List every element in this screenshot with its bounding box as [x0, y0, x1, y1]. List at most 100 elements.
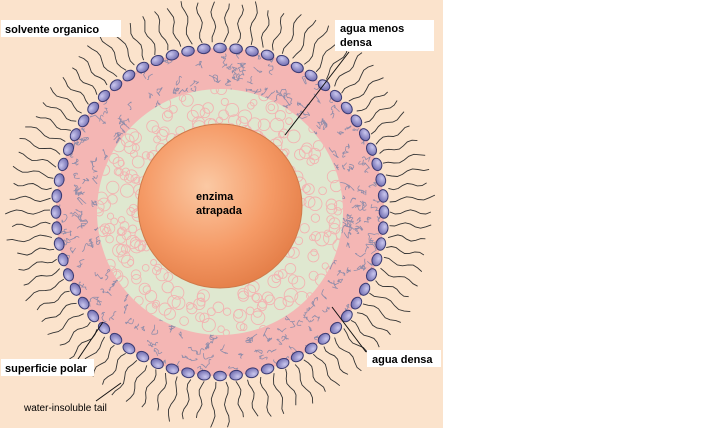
tail-strand	[50, 87, 82, 114]
texture-squiggle	[267, 63, 274, 75]
polar-head	[350, 114, 363, 128]
texture-squiggle	[91, 200, 100, 207]
texture-bubble	[283, 288, 299, 303]
tail-strand	[6, 234, 53, 243]
texture-squiggle	[153, 348, 163, 357]
texture-bubble	[303, 196, 316, 208]
polar-head	[213, 370, 227, 382]
polar-head	[229, 369, 243, 381]
texture-bubble	[273, 270, 284, 281]
texture-squiggle	[61, 214, 68, 223]
texture-bubble	[112, 243, 127, 258]
polar-head	[122, 69, 136, 82]
texture-squiggle	[311, 296, 318, 307]
texture-squiggle	[213, 77, 221, 84]
texture-bubble	[298, 145, 313, 159]
tail-strand	[312, 353, 341, 387]
texture-squiggle	[101, 311, 107, 323]
texture-squiggle	[368, 237, 376, 244]
texture-squiggle	[92, 157, 97, 167]
texture-bubble	[196, 289, 210, 303]
texture-bubble	[97, 207, 104, 217]
texture-squiggle	[209, 332, 218, 340]
label-organic-solvent: solvente organico	[5, 24, 99, 36]
leader-polar-surface	[73, 321, 104, 366]
texture-squiggle	[220, 53, 227, 60]
texture-bubble	[120, 133, 135, 148]
tail-strand	[9, 195, 51, 202]
texture-squiggle	[93, 297, 102, 306]
tail-strand	[382, 153, 426, 164]
texture-squiggle	[95, 236, 101, 245]
texture-squiggle	[125, 317, 134, 325]
texture-bubble	[107, 194, 118, 205]
texture-squiggle	[342, 148, 349, 158]
texture-squiggle	[277, 327, 287, 333]
tail-strand	[19, 137, 61, 155]
texture-squiggle	[120, 122, 126, 133]
texture-bubble	[99, 223, 111, 234]
texture-squiggle	[359, 200, 367, 211]
tail-strand	[25, 126, 66, 142]
tail-strand	[249, 1, 258, 45]
texture-squiggle	[305, 316, 315, 323]
tail-strand	[370, 111, 405, 135]
texture-bubble	[291, 275, 306, 290]
texture-bubble	[141, 263, 150, 272]
texture-squiggle	[333, 162, 340, 171]
texture-bubble	[186, 303, 198, 315]
polar-head	[57, 157, 69, 172]
polar-head	[181, 45, 195, 57]
tail-strand	[261, 10, 270, 48]
polar-head	[377, 221, 389, 235]
texture-squiggle	[346, 241, 350, 248]
texture-squiggle	[347, 165, 351, 172]
texture-squiggle	[339, 181, 355, 191]
tail-strand	[180, 1, 193, 45]
label-less-dense-water-line2: densa	[340, 37, 373, 49]
tail-strand	[294, 364, 314, 404]
texture-squiggle	[73, 184, 79, 194]
texture-squiggle	[105, 269, 111, 281]
tail-strand	[35, 116, 71, 131]
texture-bubble	[164, 109, 173, 119]
texture-squiggle	[361, 258, 366, 270]
texture-squiggle	[72, 140, 80, 149]
label-polar-surface: superficie polar	[5, 363, 88, 375]
polar-head	[165, 363, 180, 375]
texture-bubble	[301, 142, 313, 154]
texture-squiggle	[80, 219, 88, 227]
texture-squiggle	[301, 75, 307, 85]
polar-head	[329, 321, 343, 335]
texture-squiggle	[254, 88, 262, 94]
polar-head	[304, 69, 318, 82]
texture-bubble	[129, 131, 142, 145]
texture-squiggle	[173, 87, 180, 92]
texture-squiggle	[307, 302, 315, 312]
texture-squiggle	[346, 267, 351, 274]
tail-strand	[273, 373, 285, 414]
tail-strand	[87, 45, 118, 78]
label-trapped-enzyme-line2: atrapada	[196, 205, 243, 217]
texture-bubble	[202, 102, 214, 114]
polar-head	[69, 128, 82, 142]
texture-bubble	[210, 89, 219, 95]
tail-strand	[356, 312, 391, 336]
polar-head	[165, 49, 180, 61]
polar-head	[77, 114, 90, 128]
texture-bubble	[250, 310, 266, 326]
texture-bubble	[285, 117, 293, 125]
tail-strand	[389, 209, 432, 215]
texture-squiggle	[69, 247, 76, 254]
tail-strand	[62, 77, 89, 105]
texture-bubble	[130, 269, 142, 280]
texture-squiggle	[231, 66, 238, 71]
tail-strand	[42, 102, 77, 122]
texture-bubble	[125, 235, 140, 250]
texture-bubble	[97, 197, 111, 212]
texture-bubble	[267, 103, 276, 112]
texture-squiggle	[203, 353, 214, 360]
texture-bubble	[180, 93, 194, 107]
texture-squiggle	[238, 353, 244, 359]
texture-squiggle	[263, 327, 271, 340]
